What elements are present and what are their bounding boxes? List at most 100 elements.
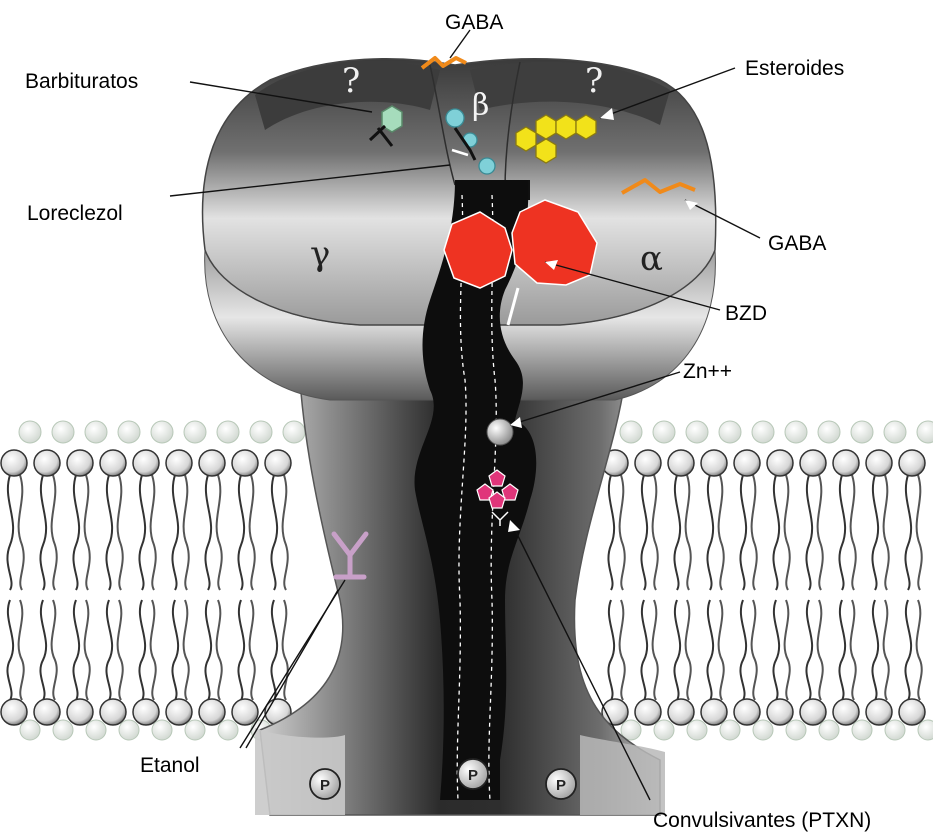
lipid-tail: [139, 600, 145, 700]
lipid-head-back: [86, 720, 106, 740]
lipid-head-lower: [833, 699, 859, 725]
lipid-tail: [151, 600, 156, 700]
lipid-head-back: [185, 720, 205, 740]
lipid-tail: [707, 475, 713, 590]
lipid-head-back: [687, 720, 707, 740]
lipid-head-upper: [635, 450, 661, 476]
lipid-tail: [608, 600, 614, 700]
lipid-head-upper: [767, 450, 793, 476]
label-bzd: BZD: [725, 302, 767, 325]
lipid-head-back: [786, 720, 806, 740]
lipid-tail: [851, 475, 856, 590]
svg-text:P: P: [320, 777, 330, 794]
lipid-head-back: [818, 421, 840, 443]
lipid-head-back: [653, 421, 675, 443]
lipid-tail: [839, 475, 845, 590]
lipid-head-back: [851, 421, 873, 443]
lipid-head-back: [151, 421, 173, 443]
lipid-tail: [653, 600, 658, 700]
lipid-tail: [52, 600, 57, 700]
lipid-head-back: [852, 720, 872, 740]
lipid-tail: [905, 600, 911, 700]
phosphate-group-right: P: [546, 769, 576, 799]
lipid-tail: [52, 475, 57, 590]
label-gaba-right: GABA: [768, 232, 826, 255]
zinc-ion-icon: [487, 419, 513, 445]
lipid-head-lower: [668, 699, 694, 725]
lipid-head-lower: [635, 699, 661, 725]
lipid-tail: [118, 475, 123, 590]
lipid-head-upper: [866, 450, 892, 476]
lipid-head-upper: [1, 450, 27, 476]
lipid-tail: [250, 475, 255, 590]
lipid-tail: [172, 600, 178, 700]
lipid-head-upper: [800, 450, 826, 476]
lipid-tail: [818, 475, 823, 590]
label-loreclezol: Loreclezol: [27, 202, 123, 225]
lipid-tail: [205, 600, 211, 700]
lipid-tail: [118, 600, 123, 700]
lipid-head-lower: [199, 699, 225, 725]
lipid-tail: [620, 600, 625, 700]
lipid-tail: [674, 600, 680, 700]
lipid-tail: [19, 600, 24, 700]
pointer-gaba-top: [450, 30, 470, 58]
lipid-tail: [818, 600, 823, 700]
lipid-head-lower: [34, 699, 60, 725]
lipid-tail: [641, 600, 647, 700]
lipid-head-lower: [67, 699, 93, 725]
label-zn: Zn++: [683, 360, 732, 383]
lipid-tail: [641, 475, 647, 590]
lipid-head-upper: [701, 450, 727, 476]
lipid-tail: [851, 600, 856, 700]
subunit-alpha-label: α: [640, 239, 663, 279]
lipid-head-back: [885, 720, 905, 740]
lipid-head-upper: [199, 450, 225, 476]
lipid-head-upper: [734, 450, 760, 476]
lipid-tail: [608, 475, 614, 590]
lipid-tail: [773, 600, 779, 700]
lipid-tail: [674, 475, 680, 590]
lipid-tail: [139, 475, 145, 590]
lipid-tail: [238, 475, 244, 590]
lipid-tail: [686, 475, 691, 590]
lipid-head-upper: [265, 450, 291, 476]
lipid-tail: [7, 475, 13, 590]
lipid-tail: [283, 475, 288, 590]
label-gaba-top: GABA: [445, 11, 503, 34]
lipid-head-back: [19, 421, 41, 443]
lipid-head-back: [152, 720, 172, 740]
lipid-head-upper: [133, 450, 159, 476]
subunit-beta-label: β: [472, 88, 489, 123]
subunit-gamma-label: γ: [310, 234, 330, 274]
label-barbituratos: Barbituratos: [25, 70, 138, 93]
lipid-tail: [872, 475, 878, 590]
lipid-tail: [806, 600, 812, 700]
lipid-tail: [620, 475, 625, 590]
lipid-head-back: [250, 421, 272, 443]
unknown-site-mark-left: ?: [342, 61, 360, 101]
lipid-head-back: [884, 421, 906, 443]
lipid-head-upper: [899, 450, 925, 476]
lipid-head-lower: [734, 699, 760, 725]
phosphate-group-left: P: [310, 769, 340, 799]
lipid-tail: [686, 600, 691, 700]
lipid-head-lower: [701, 699, 727, 725]
lipid-tail: [785, 475, 790, 590]
phosphate-group-center: P: [458, 759, 488, 789]
lipid-tail: [752, 600, 757, 700]
lipid-head-lower: [899, 699, 925, 725]
lipid-tail: [752, 475, 757, 590]
lipid-head-lower: [800, 699, 826, 725]
lipid-tail: [151, 475, 156, 590]
lipid-head-back: [785, 421, 807, 443]
lipid-tail: [205, 475, 211, 590]
lipid-tail: [73, 600, 79, 700]
lipid-tail: [884, 475, 889, 590]
lipid-tail: [85, 600, 90, 700]
lipid-head-back: [52, 421, 74, 443]
lipid-tail: [707, 600, 713, 700]
lipid-tail: [106, 600, 112, 700]
lipid-head-upper: [34, 450, 60, 476]
